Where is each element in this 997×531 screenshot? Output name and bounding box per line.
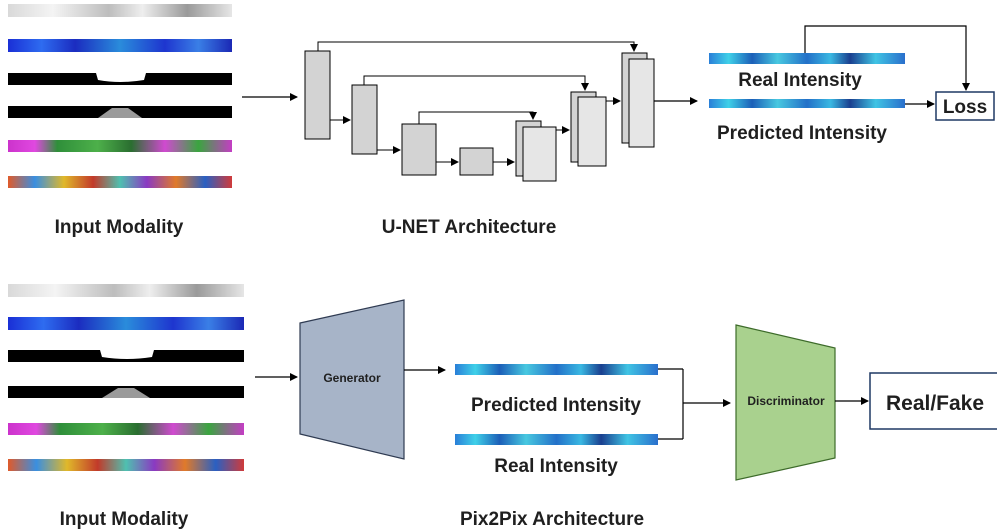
discriminator-label: Discriminator xyxy=(747,394,825,408)
strip-blue xyxy=(8,317,244,330)
top-input-caption: Input Modality xyxy=(55,217,184,238)
discriminator-block xyxy=(735,324,836,481)
bottom-input-strips xyxy=(8,284,244,471)
top-predicted-intensity-strip xyxy=(709,99,905,108)
strip-multicolor xyxy=(8,176,232,188)
pix2pix-caption: Pix2Pix Architecture xyxy=(460,509,644,530)
bottom-real-intensity-label: Real Intensity xyxy=(494,456,618,477)
arrow-intensities-to-discriminator xyxy=(658,368,731,440)
unet-bottleneck xyxy=(459,147,494,176)
generator-block xyxy=(299,299,405,460)
real-fake-label: Real/Fake xyxy=(886,392,984,415)
strip-multicolor xyxy=(8,459,244,471)
loss-box xyxy=(935,91,995,121)
strip-segmentation xyxy=(8,140,232,152)
arrow-real-to-loss xyxy=(804,25,970,91)
loss-label: Loss xyxy=(943,97,987,118)
strip-road xyxy=(8,106,232,118)
strip-mask xyxy=(8,73,232,85)
unet-diagram xyxy=(304,50,655,182)
bottom-real-intensity-strip xyxy=(455,434,658,445)
bottom-predicted-intensity-label: Predicted Intensity xyxy=(471,395,641,416)
unet-connections xyxy=(317,41,638,166)
unet-enc-block-2 xyxy=(351,84,378,155)
unet-enc-block-1 xyxy=(304,50,331,140)
generator-label: Generator xyxy=(323,371,381,385)
top-predicted-intensity-label: Predicted Intensity xyxy=(717,123,887,144)
unet-dec-block-3b xyxy=(522,126,557,182)
unet-enc-block-3 xyxy=(401,123,437,176)
top-real-intensity-strip xyxy=(709,53,905,64)
strip-mask xyxy=(8,350,244,362)
unet-caption: U-NET Architecture xyxy=(382,217,557,238)
strip-road xyxy=(8,386,244,398)
unet-dec-block-1b xyxy=(628,58,655,148)
real-fake-box xyxy=(869,372,997,430)
top-real-intensity-label: Real Intensity xyxy=(738,70,862,91)
strip-segmentation xyxy=(8,423,244,435)
unet-dec-block-2b xyxy=(577,96,607,167)
strip-grayscale xyxy=(8,4,232,17)
bottom-input-caption: Input Modality xyxy=(60,509,189,530)
top-input-strips xyxy=(8,4,232,188)
strip-blue xyxy=(8,39,232,52)
bottom-predicted-intensity-strip xyxy=(455,364,658,375)
strip-grayscale xyxy=(8,284,244,297)
